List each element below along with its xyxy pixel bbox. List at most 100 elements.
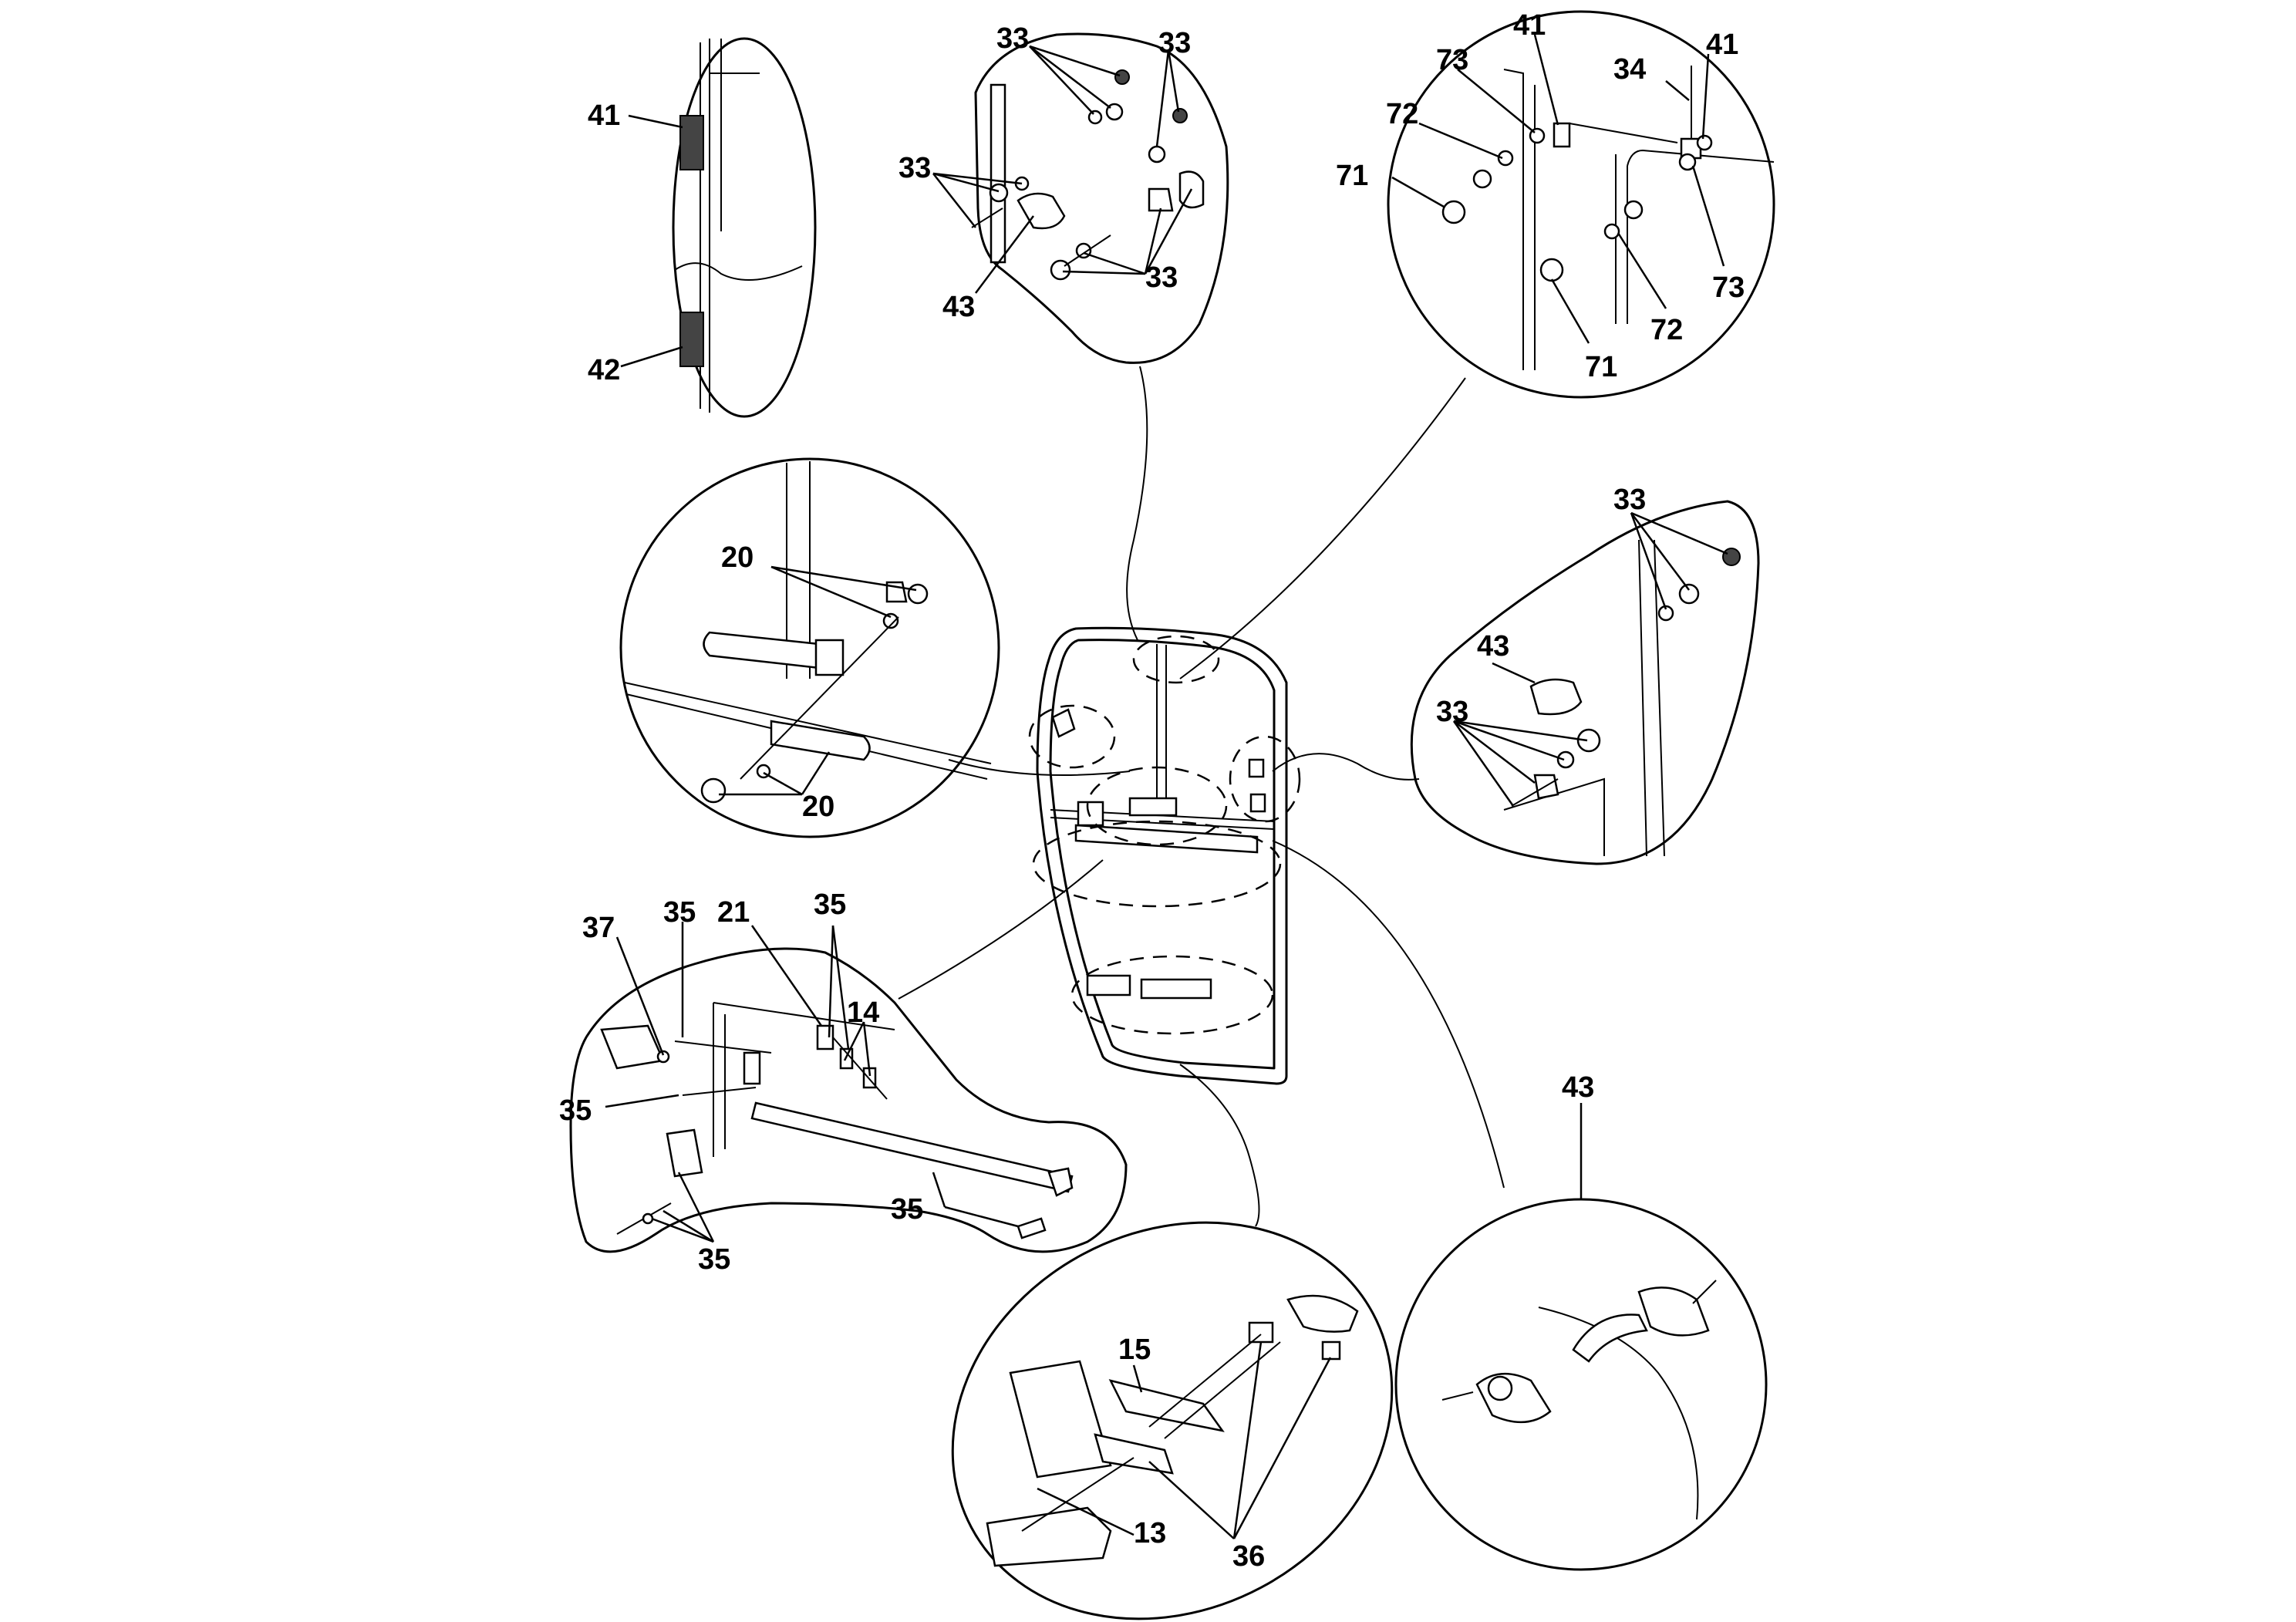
callout-35-left: 35 [559, 1094, 592, 1127]
connector-bottom [1179, 1064, 1260, 1227]
br-hole-a [1487, 1375, 1513, 1401]
connector-right [1272, 753, 1420, 781]
ll-screw-line-b [682, 1087, 757, 1096]
detail-zone-left [1028, 704, 1116, 769]
leader-73-left [1457, 69, 1536, 133]
leader-33-d4 [1144, 188, 1193, 275]
callout-33-c: 33 [899, 152, 931, 184]
door-latch-left [1051, 708, 1076, 738]
callout-42: 42 [588, 354, 620, 386]
leader-34 [1665, 80, 1690, 101]
callout-35-a: 35 [663, 896, 696, 929]
leader-33-b1 [1155, 49, 1170, 147]
connector-bottom-right [1272, 840, 1505, 1189]
leader-33-c3 [932, 173, 976, 228]
detail-zone-right [1229, 735, 1301, 823]
detail-bottom-right-circle [1394, 1198, 1768, 1571]
leader-33-c1 [932, 172, 1000, 193]
callout-labels: 41 42 33 33 33 33 43 73 41 34 41 72 71 7… [559, 9, 1745, 1573]
callout-34: 34 [1613, 53, 1646, 86]
leader-35-left [605, 1094, 679, 1108]
right-bubble-rail-b [1654, 539, 1665, 857]
washer-72-left-b [1497, 150, 1514, 167]
leader-37 [615, 936, 665, 1056]
detail-zone-bottom [1070, 955, 1274, 1035]
ll-handle-bar [750, 1101, 1074, 1193]
callout-36: 36 [1232, 1540, 1265, 1573]
detail-right-bubble [1410, 500, 1760, 865]
callout-20-bottom: 20 [802, 791, 834, 823]
callout-71-bottom: 71 [1585, 351, 1617, 383]
leader-42 [620, 346, 683, 368]
callout-14: 14 [847, 996, 879, 1029]
right-bubble-latch-43 [1529, 678, 1583, 716]
right-bubble-bracket [1533, 774, 1559, 800]
callout-71-left: 71 [1336, 160, 1368, 192]
br-inner-curve [1538, 1307, 1699, 1520]
hinge-ellipse-outline [672, 37, 817, 418]
washer-72-left [1472, 169, 1492, 189]
connector-top-center [1126, 366, 1148, 641]
door-outer-frame [1036, 626, 1288, 1085]
connector-left-circle [948, 759, 1131, 776]
callout-73-right: 73 [1712, 271, 1745, 304]
br-screw-b [1692, 1280, 1717, 1304]
door-latch-right-lower [1249, 793, 1266, 813]
leader-33-right-mid-d [1452, 720, 1515, 807]
leader-41-hinge [628, 114, 683, 129]
left-circle-cap-bottom [700, 777, 727, 804]
leader-33-right-mid-a [1453, 720, 1588, 742]
right-bubble-frame [1503, 777, 1605, 856]
right-bubble-outline [1410, 500, 1760, 865]
detail-top-center-bubble [971, 32, 1229, 364]
bottom-center-ellipse-outline [951, 1221, 1394, 1620]
nut-a [1114, 69, 1130, 85]
br-latch-upper [1637, 1286, 1710, 1337]
leader-35-bm-a [932, 1172, 946, 1208]
leader-20-bottom-c [801, 751, 831, 795]
callout-41-top-a: 41 [1513, 9, 1546, 42]
callout-33-right-mid: 33 [1436, 696, 1468, 728]
leader-41-top-a [1533, 34, 1559, 126]
detail-lower-left-bubble [569, 947, 1128, 1253]
callout-35-b: 35 [814, 889, 846, 921]
callout-43-bottom: 43 [1562, 1071, 1594, 1104]
leader-14-a [843, 1021, 865, 1061]
top-right-frame-top [1627, 149, 1775, 167]
detail-zone-center [1086, 766, 1228, 846]
washer-72-right [1623, 200, 1644, 220]
bolt-d [1064, 234, 1111, 267]
leader-71-left [1391, 176, 1445, 208]
leader-35-b2 [831, 925, 850, 1050]
door-lower-latch [1140, 978, 1212, 1000]
leader-13 [1037, 1487, 1135, 1536]
hinge-lower-part [679, 312, 704, 367]
leader-73-right [1691, 165, 1725, 267]
left-circle-outline [619, 457, 1000, 838]
leader-33-b2 [1167, 49, 1180, 113]
door-hinge-block [1128, 797, 1178, 817]
top-center-door-edge [990, 83, 1006, 264]
lower-left-bubble-outline [569, 947, 1128, 1253]
cap-71-left [1441, 200, 1466, 224]
leader-33-right-c [1630, 512, 1667, 610]
door-handle-end [1077, 801, 1104, 827]
door-lower-pad [1086, 974, 1131, 996]
leader-41-top-b [1701, 53, 1710, 140]
callout-20-top: 20 [721, 541, 754, 574]
hinge-axis-line [1569, 123, 1678, 143]
leader-35-bl-a [651, 1217, 714, 1243]
bc-shaft-line-b [1164, 1341, 1281, 1439]
ll-lever-block [666, 1128, 703, 1178]
ll-bracket-a [743, 1051, 761, 1085]
callout-72-right: 72 [1650, 314, 1683, 346]
callout-33-a: 33 [996, 22, 1029, 55]
washer-c1 [989, 183, 1009, 203]
right-bubble-washer-a [1678, 583, 1700, 605]
leader-33-a1 [1029, 46, 1111, 109]
left-circle-handle-upper [703, 631, 842, 671]
connector-lower-left [898, 859, 1104, 1000]
ll-handle-end [1047, 1167, 1074, 1197]
callout-33-right-top: 33 [1613, 484, 1646, 516]
